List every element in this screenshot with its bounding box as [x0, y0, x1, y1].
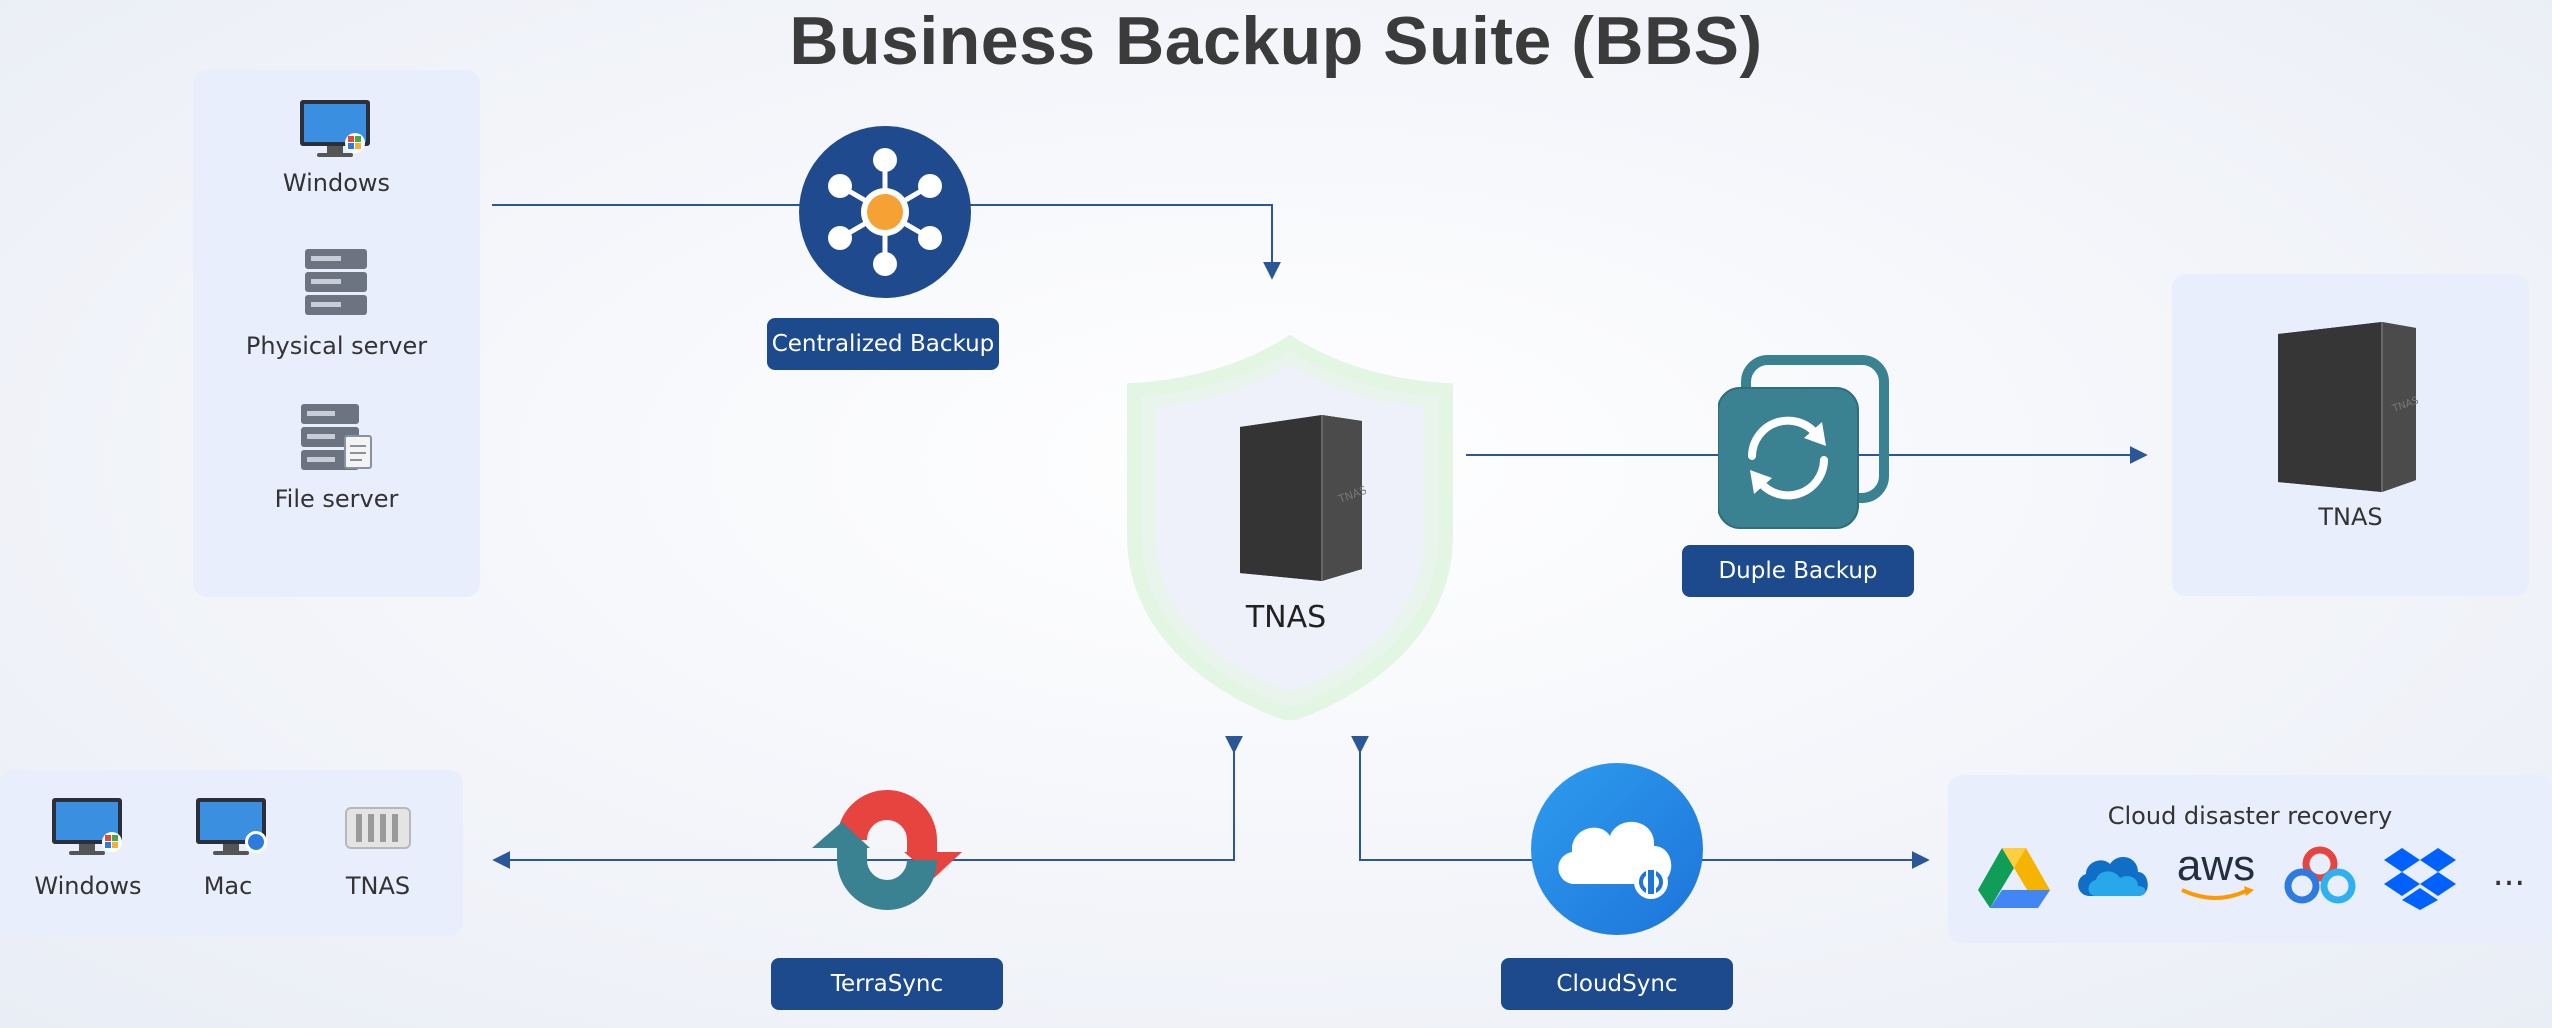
page-title: Business Backup Suite (BBS) — [789, 3, 1763, 79]
remote-tnas-label: TNAS — [2318, 503, 2383, 531]
sync-copy-icon — [1718, 355, 1889, 529]
cloudsync-line — [1351, 735, 1930, 869]
source-physical-server: Physical server — [193, 245, 480, 370]
mac-monitor-icon — [196, 798, 267, 855]
source-label: Windows — [282, 169, 391, 197]
sources-panel — [193, 70, 480, 597]
aws-icon: aws — [2174, 844, 2258, 908]
google-drive-icon — [1978, 848, 2050, 908]
client-label: Mac — [203, 872, 253, 900]
duple-backup-label: Duple Backup — [1682, 545, 1914, 597]
source-windows: Windows — [193, 95, 480, 205]
more-providers-indicator: ... — [2492, 854, 2526, 894]
center-tnas-label: TNAS — [1245, 600, 1327, 635]
cloudsync-label: CloudSync — [1501, 958, 1733, 1010]
cloud-sync-icon — [1531, 763, 1703, 935]
aws-text: aws — [2176, 841, 2256, 890]
source-label: Physical server — [245, 332, 428, 360]
hub-network-icon — [799, 126, 971, 298]
cloud-panel-title: Cloud disaster recovery — [2107, 802, 2393, 830]
file-server-icon — [301, 404, 372, 470]
centralized-line — [492, 204, 1281, 280]
server-rack-icon — [305, 249, 367, 315]
source-file-server: File server — [193, 400, 480, 525]
windows-monitor-icon — [52, 798, 122, 855]
client-label: TNAS — [345, 872, 411, 900]
dropbox-icon — [2384, 848, 2456, 910]
onedrive-icon — [2078, 857, 2148, 896]
terrasync-line — [492, 735, 1243, 869]
tnas-device-icon: TNAS — [1240, 415, 1366, 581]
terrasync-loop-icon — [812, 790, 962, 910]
windows-monitor-icon — [300, 100, 370, 157]
tnas-device-icon: TNAS — [2278, 322, 2420, 492]
tnas-small-icon — [345, 807, 411, 849]
terrasync-label: TerraSync — [771, 958, 1003, 1010]
centralized-backup-label: Centralized Backup — [767, 318, 999, 370]
client-label: Windows — [34, 872, 142, 900]
source-label: File server — [274, 485, 399, 513]
baidu-cloud-icon — [2284, 846, 2356, 904]
